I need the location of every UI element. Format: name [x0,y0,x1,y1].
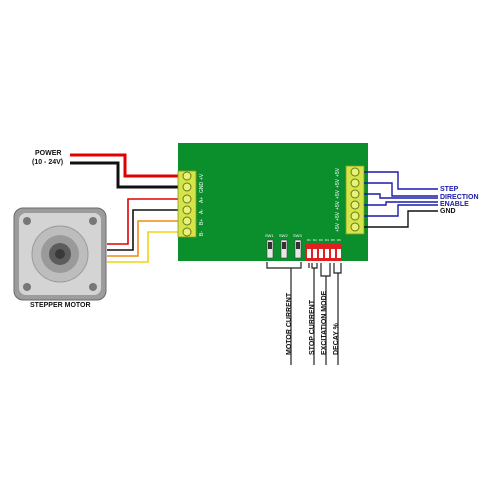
power-wires [70,153,178,189]
dip-label-d6: D6 [337,238,341,242]
left-terminal-housing [177,170,197,238]
motor-mount-hole [23,283,31,291]
motor-shaft [55,249,65,259]
decay-label: DECAY % [333,323,340,355]
motor-mount-hole [23,217,31,225]
screw-terminal [350,211,360,221]
signal-wire-enable-ref [364,204,438,217]
dip-switch-6[interactable] [337,249,341,258]
signal-wires [364,171,438,228]
right-terminal-label: +5V [335,167,341,177]
excitation-mode-label: EXCITATION MODE [321,290,328,355]
motor-current-bracket [266,262,302,269]
screw-terminal [350,222,360,232]
screw-terminal [350,189,360,199]
dip-switch-block [305,244,342,261]
signal-label-gnd: GND [440,208,456,215]
left-terminal-block [177,170,197,238]
dip-label-d1: D1 [307,238,311,242]
motor-wires [107,198,178,263]
slide-switch-2-knob [282,242,286,249]
signal-wire-step-ref [364,182,438,197]
motor-mount-hole [89,217,97,225]
screw-terminal [182,216,192,226]
motor-wire-yellow [107,231,178,263]
switch-label-sw2: SW2 [279,233,288,238]
screw-terminal [350,178,360,188]
slide-switches [266,239,302,259]
right-terminal-label: +5V [335,222,341,232]
stop-current-bracket [311,263,318,269]
switch-label-sw3: SW3 [293,233,302,238]
left-terminal-label-a-plus: A+ [199,196,205,203]
screw-terminal [182,194,192,204]
left-terminal-label-plus-v: +V [199,173,205,180]
screw-terminal [182,205,192,215]
left-screws [182,171,192,237]
callout-lines [266,262,342,365]
motor-mount-hole [89,283,97,291]
right-screws [350,167,360,232]
right-terminal-label: +5V [335,211,341,221]
left-terminal-label-b-minus: B- [199,231,205,236]
decay-bracket [333,263,342,274]
signal-wire-gnd [364,210,438,228]
power-range-label: (10 - 24V) [32,159,64,166]
power-label: POWER [35,150,62,157]
dip-switch-2[interactable] [313,249,317,258]
signal-label-enable: ENABLE [440,201,469,208]
switch-label-sw1: SW1 [265,233,274,238]
screw-terminal [182,227,192,237]
dip-label-d2: D2 [313,238,317,242]
left-terminal-label-gnd: GND [199,181,205,193]
motor-wire-black [107,209,178,251]
screw-terminal [350,200,360,210]
signal-label-step: STEP [440,186,459,193]
dip-switch-5[interactable] [331,249,335,258]
signal-wire-enable [364,201,438,206]
excitation-mode-bracket [320,263,331,277]
motor-current-label: MOTOR CURRENT [286,292,293,355]
right-terminal-block [345,165,365,235]
right-terminal-label: +5V [335,189,341,199]
dip-switch-1[interactable] [307,249,311,258]
screw-terminal [182,171,192,181]
signal-label-direction: DIRECTION [440,194,479,201]
left-terminal-label-a-minus: A- [199,209,205,214]
slide-switch-3-knob [296,242,300,249]
signal-wire-step [364,171,438,190]
motor-wire-orange [107,220,178,257]
screw-terminal [182,182,192,192]
screw-terminal [350,167,360,177]
right-terminal-label: +5V [335,178,341,188]
dip-switch-3[interactable] [319,249,323,258]
power-wire-red [70,153,178,178]
dip-label-d5: D5 [331,238,335,242]
dip-label-d3: D3 [319,238,323,242]
dip-label-d4: D4 [325,238,329,242]
dip-switch-4[interactable] [325,249,329,258]
left-terminal-label-b-plus: B+ [199,218,205,225]
right-terminal-label: +5V [335,200,341,210]
motor-wire-red [107,198,178,245]
signal-wire-direction [364,193,438,199]
power-wire-black [70,161,178,189]
stepper-motor-label: STEPPER MOTOR [30,302,91,309]
stop-current-label: STOP CURRENT [309,300,316,355]
stepper-motor [13,207,107,301]
slide-switch-1-knob [268,242,272,249]
